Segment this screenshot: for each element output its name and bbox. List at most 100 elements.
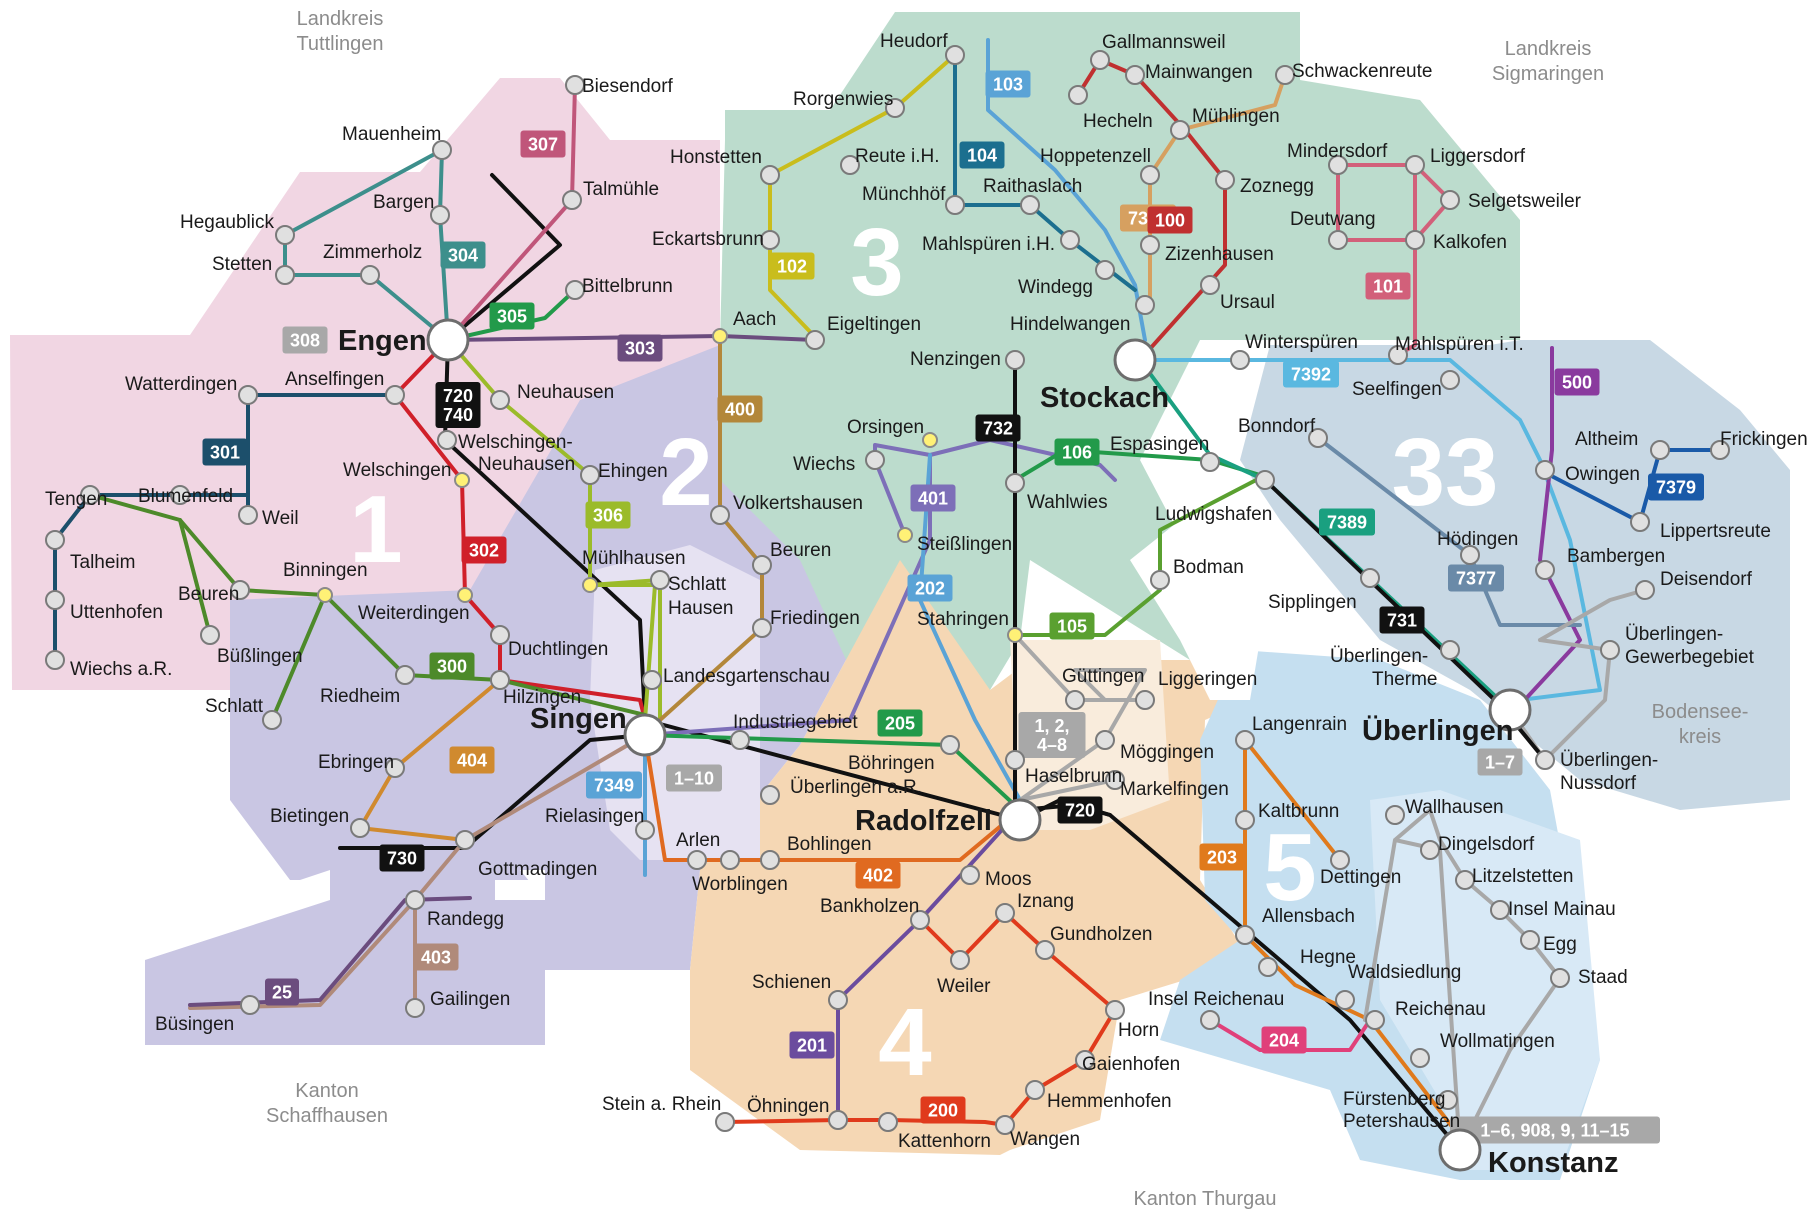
stop-blumenfeld-marker[interactable] [170, 485, 190, 505]
route-badge-1-2-4-8[interactable]: 1, 2,4–8 [1018, 712, 1086, 758]
stop-horn-marker[interactable] [1105, 1000, 1125, 1020]
stop-biesendorf-marker[interactable] [565, 75, 585, 95]
route-badge-204[interactable]: 204 [1261, 1026, 1307, 1054]
stop-binningen-marker[interactable] [317, 587, 333, 603]
route-badge-200[interactable]: 200 [920, 1096, 966, 1124]
stop-reute-marker[interactable] [840, 155, 860, 175]
route-badge-106[interactable]: 106 [1054, 438, 1100, 466]
stop-lippertsreute-marker[interactable] [1630, 512, 1650, 532]
stop-bittelbrunn-marker[interactable] [565, 280, 585, 300]
stop-orsingen-marker[interactable] [922, 432, 938, 448]
stop-gundholzen-marker[interactable] [1035, 940, 1055, 960]
stop-buesslingen-marker[interactable] [200, 625, 220, 645]
route-badge-101[interactable]: 101 [1365, 272, 1411, 300]
stop-aach-marker[interactable] [712, 328, 728, 344]
hub-ueberlingen-marker[interactable] [1488, 688, 1532, 732]
stop-schienen-marker[interactable] [828, 990, 848, 1010]
stop-neuhausen-marker[interactable] [490, 390, 510, 410]
stop-tengen-marker[interactable] [80, 485, 100, 505]
stop-langenrain-marker[interactable] [1235, 730, 1255, 750]
stop-weiterdingen-marker[interactable] [457, 587, 473, 603]
stop-hilzingen-marker[interactable] [490, 670, 510, 690]
stop-ehingen-marker[interactable] [580, 465, 600, 485]
stop-ueberlingen-therme-marker[interactable] [1440, 640, 1460, 660]
stop-muenchhoef-marker[interactable] [945, 195, 965, 215]
stop-zimmerholz-marker[interactable] [360, 265, 380, 285]
stop-raithaslach-marker[interactable] [1020, 195, 1040, 215]
stop-ueberlingen-gewerbe-marker[interactable] [1600, 640, 1620, 660]
stop-iznang-marker[interactable] [995, 903, 1015, 923]
stop-espasingen-marker[interactable] [1200, 452, 1220, 472]
route-badge-300[interactable]: 300 [429, 652, 475, 680]
stop-randegg-marker[interactable] [405, 890, 425, 910]
stop-waldsiedlung-marker[interactable] [1335, 990, 1355, 1010]
route-badge-103[interactable]: 103 [985, 70, 1031, 98]
route-badge-102[interactable]: 102 [769, 252, 815, 280]
stop-bietingen-marker[interactable] [350, 818, 370, 838]
route-badge-404[interactable]: 404 [449, 746, 495, 774]
stop-ueberlingen-nussdorf-marker[interactable] [1535, 750, 1555, 770]
stop-hegaublick-marker[interactable] [275, 225, 295, 245]
route-badge-7349[interactable]: 7349 [586, 771, 642, 799]
stop-riedheim-marker[interactable] [395, 665, 415, 685]
stop-hoedingen-marker[interactable] [1460, 545, 1480, 565]
stop-rielasingen-marker[interactable] [635, 820, 655, 840]
route-badge-1-6-908-9-11-15[interactable]: 1–6, 908, 9, 11–15 [1450, 1116, 1660, 1144]
stop-altheim-marker[interactable] [1650, 440, 1670, 460]
stop-muehlhausen-marker[interactable] [582, 577, 598, 593]
stop-stetten-marker[interactable] [275, 265, 295, 285]
stop-wahlwies-marker[interactable] [1005, 473, 1025, 493]
route-badge-301[interactable]: 301 [202, 438, 248, 466]
stop-selgetsweiler-marker[interactable] [1440, 190, 1460, 210]
stop-dettingen-marker[interactable] [1330, 850, 1350, 870]
stop-hegne-marker[interactable] [1258, 957, 1278, 977]
route-badge-7377[interactable]: 7377 [1448, 564, 1504, 592]
stop-guettingen-marker[interactable] [1065, 690, 1085, 710]
stop-ebringen-marker[interactable] [385, 758, 405, 778]
stop-friedingen-marker[interactable] [752, 618, 772, 638]
stop-egg-marker[interactable] [1520, 930, 1540, 950]
stop-uttenhofen-marker[interactable] [45, 590, 65, 610]
hub-radolfzell-marker[interactable] [998, 798, 1042, 842]
stop-hoppetenzell-marker[interactable] [1140, 165, 1160, 185]
stop-talmuehle-marker[interactable] [562, 190, 582, 210]
stop-duchtlingen-marker[interactable] [490, 625, 510, 645]
route-badge-205[interactable]: 205 [877, 709, 923, 737]
hub-stockach-marker[interactable] [1113, 338, 1157, 382]
route-badge-305[interactable]: 305 [489, 302, 535, 330]
stop-bonndorf-marker[interactable] [1308, 428, 1328, 448]
stop-eigeltingen-marker[interactable] [805, 330, 825, 350]
stop-mainwangen-marker[interactable] [1125, 65, 1145, 85]
stop-hemmenhofen-marker[interactable] [1025, 1080, 1045, 1100]
route-badge-306[interactable]: 306 [585, 501, 631, 529]
stop-landesgartenschau-marker[interactable] [642, 670, 662, 690]
stop-nenzingen-marker[interactable] [1005, 350, 1025, 370]
route-badge-302[interactable]: 302 [461, 536, 507, 564]
stop-owingen-marker[interactable] [1535, 460, 1555, 480]
stop-gottmadingen-marker[interactable] [455, 830, 475, 850]
stop-steisslingen-marker[interactable] [897, 527, 913, 543]
stop-gallmannsweil-marker[interactable] [1090, 50, 1110, 70]
route-badge-402[interactable]: 402 [855, 861, 901, 889]
stop-mahlspueren-it-marker[interactable] [1388, 345, 1408, 365]
route-badge-401[interactable]: 401 [910, 484, 956, 512]
route-badge-732[interactable]: 732 [975, 414, 1021, 442]
route-badge-25[interactable]: 25 [265, 978, 299, 1006]
stop-industriegebiet-marker[interactable] [730, 730, 750, 750]
stop-ursaul-marker[interactable] [1200, 275, 1220, 295]
stop-schwackenreute-marker[interactable] [1275, 65, 1295, 85]
stop-kalkofen-marker[interactable] [1405, 230, 1425, 250]
stop-honstetten-marker[interactable] [760, 165, 780, 185]
stop-bambergen-marker[interactable] [1535, 560, 1555, 580]
stop-schlatt1-marker[interactable] [262, 710, 282, 730]
stop-wangen-marker[interactable] [995, 1115, 1015, 1135]
stop-bohlingen-marker[interactable] [760, 850, 780, 870]
hub-singen-marker[interactable] [623, 713, 667, 757]
stop-kaltbrunn-marker[interactable] [1235, 810, 1255, 830]
stop-schlatt-hausen-marker[interactable] [650, 570, 670, 590]
stop-staad-marker[interactable] [1550, 968, 1570, 988]
stop-muehlingen-marker[interactable] [1170, 120, 1190, 140]
stop-watterdingen-marker[interactable] [238, 385, 258, 405]
stop-moos-marker[interactable] [960, 865, 980, 885]
stop-moeggingen-marker[interactable] [1095, 730, 1115, 750]
